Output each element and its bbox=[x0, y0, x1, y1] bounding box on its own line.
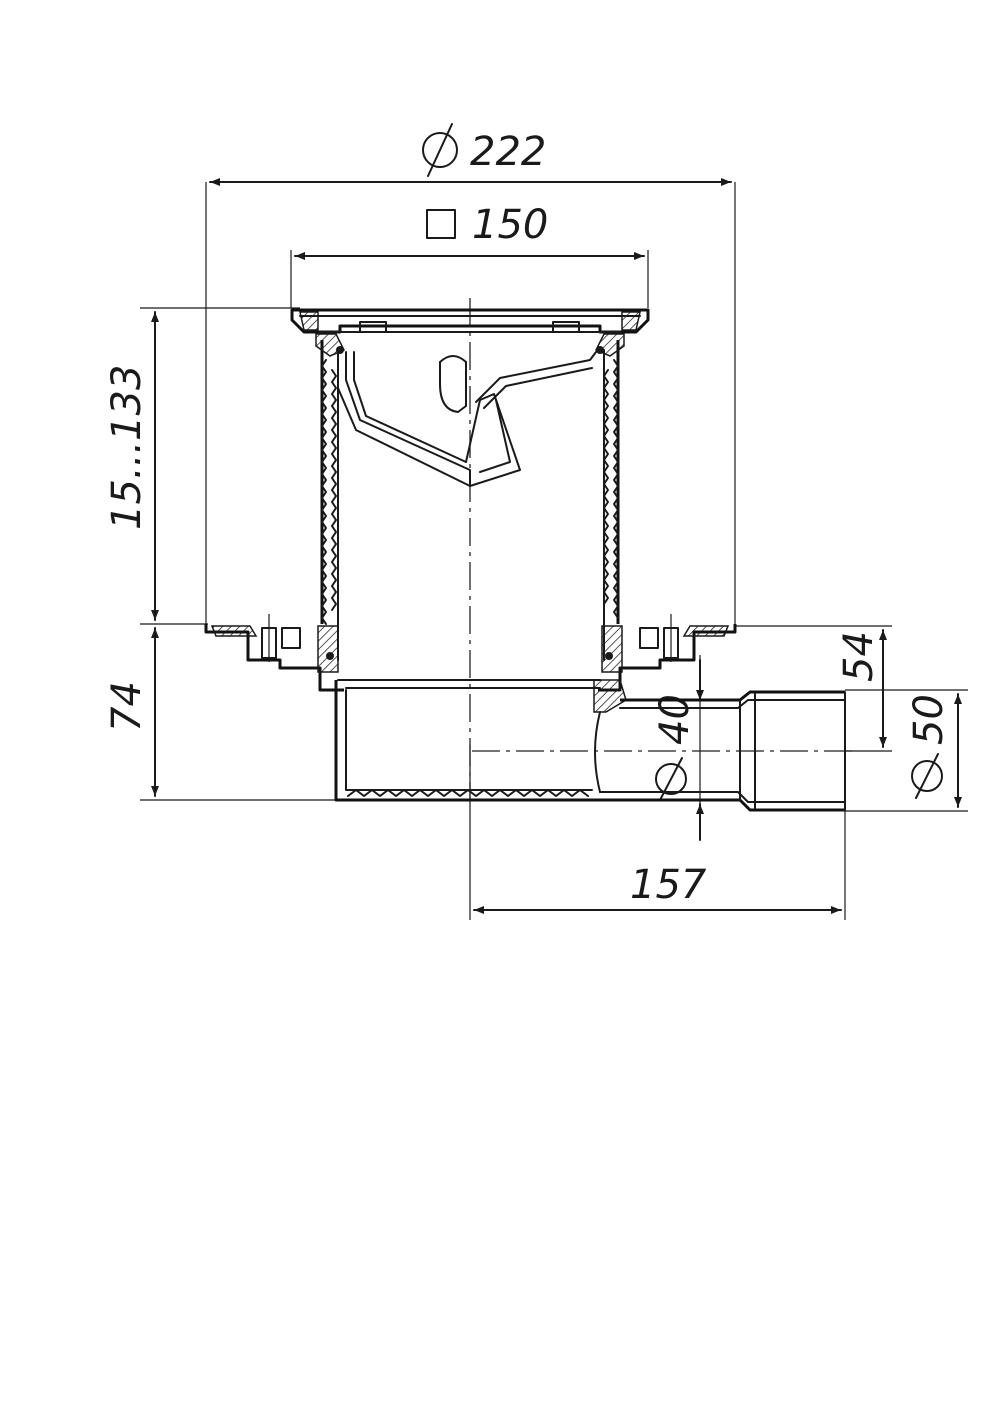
dimension-label-15-133: 15...133 bbox=[104, 365, 150, 530]
dimension-label-54: 54 bbox=[836, 631, 882, 682]
diameter-symbol-40 bbox=[655, 757, 687, 801]
dimension-outlet-length: 157 bbox=[469, 745, 846, 920]
dimension-outlet-offset: 54 bbox=[735, 625, 892, 752]
upper-sleeve bbox=[315, 333, 625, 661]
dimension-height-adjust: 15...133 bbox=[104, 307, 300, 625]
dimension-label-157: 157 bbox=[630, 862, 707, 908]
outlet-pipe bbox=[596, 690, 846, 812]
square-symbol bbox=[426, 209, 456, 239]
dimension-inner-diameter: 40 bbox=[652, 655, 704, 841]
odour-trap bbox=[337, 351, 597, 487]
dimension-label-74: 74 bbox=[104, 681, 150, 732]
grate-frame bbox=[290, 308, 650, 334]
flange bbox=[204, 614, 737, 692]
dimension-square-150: 150 bbox=[290, 202, 649, 308]
diameter-symbol-50 bbox=[911, 753, 943, 799]
diameter-symbol bbox=[422, 123, 458, 177]
dimension-outlet-diameter: 50 bbox=[845, 689, 968, 812]
drain-body bbox=[334, 679, 627, 802]
dimension-diameter-222: 222 bbox=[205, 123, 736, 628]
dimension-label-40: 40 bbox=[652, 694, 698, 745]
dimension-body-height: 74 bbox=[104, 627, 345, 801]
dimension-label-150: 150 bbox=[472, 202, 548, 248]
dimension-label-50: 50 bbox=[906, 694, 952, 745]
dimension-label-222: 222 bbox=[470, 129, 546, 175]
